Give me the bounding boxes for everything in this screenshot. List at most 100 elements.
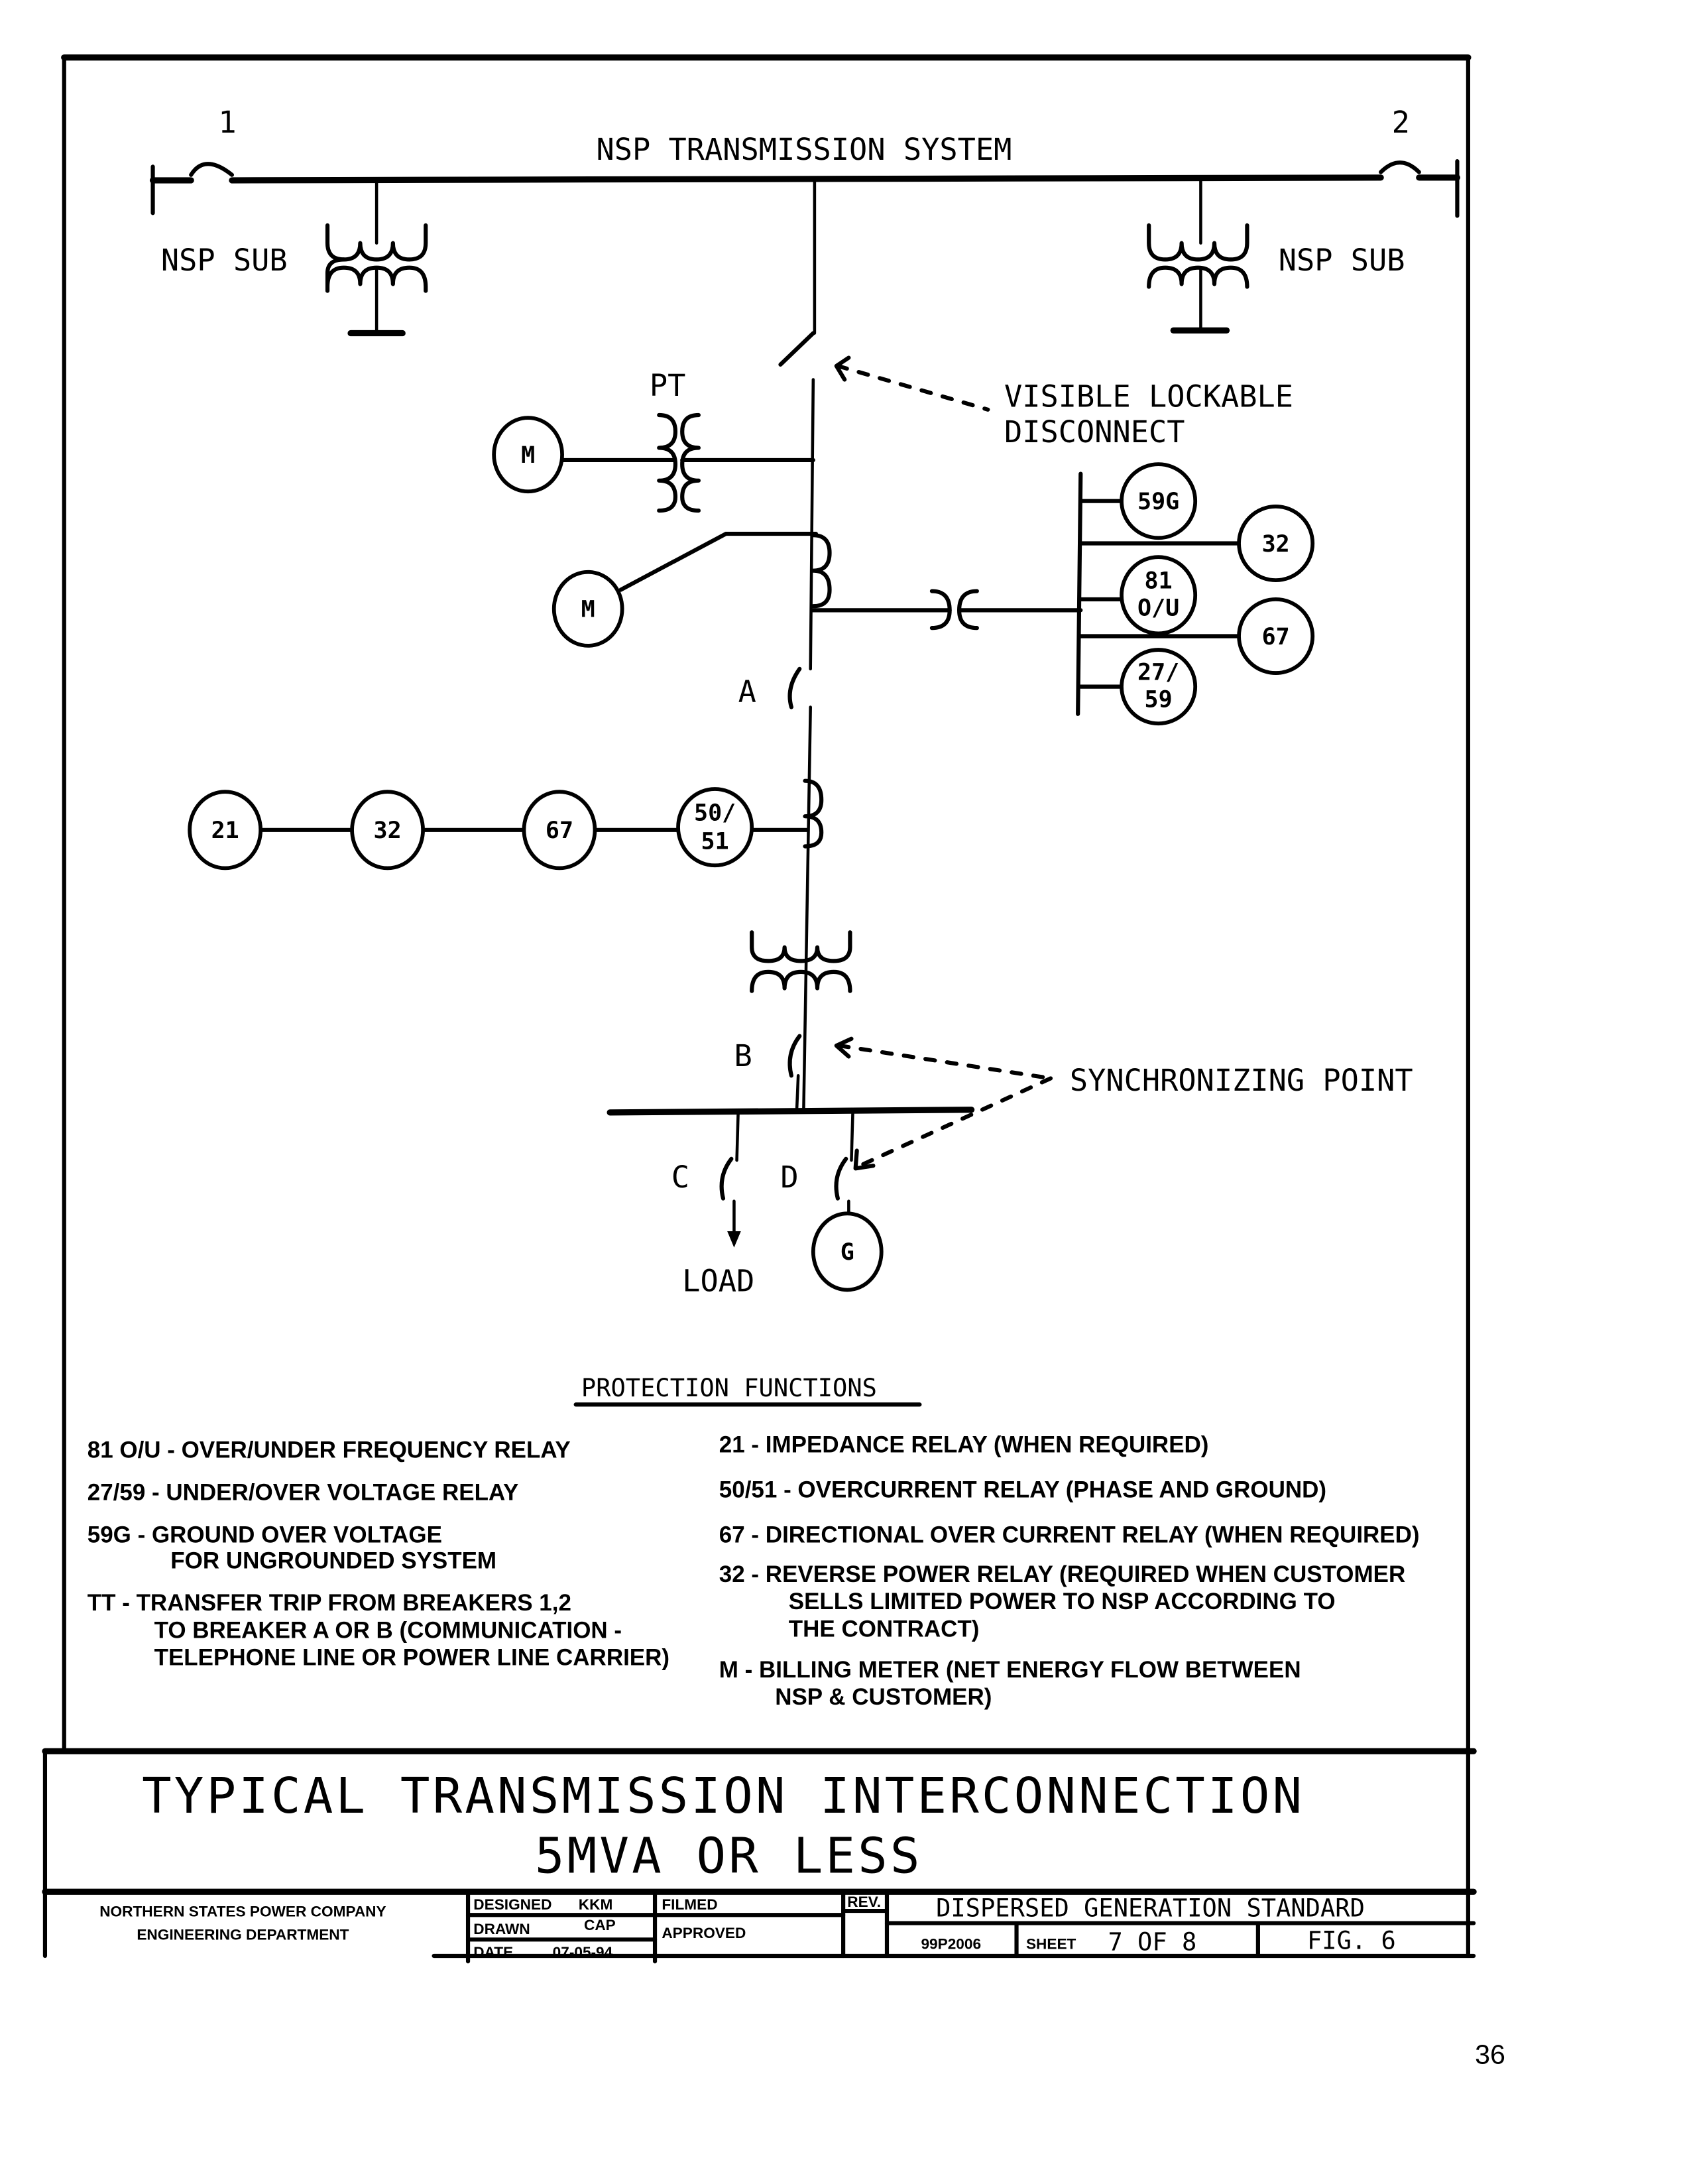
breaker-d-label: D <box>780 1160 798 1195</box>
designed-label: DESIGNED <box>473 1896 551 1913</box>
legend-item-tt-cont1: TO BREAKER A OR B (COMMUNICATION - <box>154 1617 622 1643</box>
approved-label: APPROVED <box>662 1925 746 1941</box>
legend-item-tt: TT - TRANSFER TRIP FROM BREAKERS 1,2 <box>87 1590 571 1616</box>
billing-meter-1: M <box>492 416 564 494</box>
meter-2-label: M <box>581 597 595 623</box>
relay-21-label: 21 <box>211 818 239 844</box>
relay-67-row-label: 67 <box>546 818 573 844</box>
relay-51-label: 51 <box>701 829 729 855</box>
company-department: ENGINEERING DEPARTMENT <box>137 1926 349 1943</box>
pt-label: PT <box>650 368 686 403</box>
potential-transformer <box>559 412 815 513</box>
meter-1-label: M <box>521 442 535 469</box>
breaker-c <box>719 1156 734 1201</box>
relay-59-label: 59 <box>1145 687 1173 713</box>
drawing-number: 99P2006 <box>921 1936 981 1953</box>
disconnect-label-line2: DISCONNECT <box>1004 414 1185 450</box>
relay-32-row: 32 <box>350 790 425 871</box>
billing-meter-2: M <box>551 570 624 648</box>
legend-item-32: 32 - REVERSE POWER RELAY (REQUIRED WHEN … <box>719 1561 1405 1587</box>
load-drop <box>735 1111 740 1162</box>
sheet-label: SHEET <box>1026 1936 1076 1953</box>
legend-item-tt-cont2: TELEPHONE LINE OR POWER LINE CARRIER) <box>154 1645 669 1671</box>
relay-50-label: 50/ <box>694 800 736 826</box>
legend-item-21: 21 - IMPEDANCE RELAY (WHEN REQUIRED) <box>719 1431 1209 1457</box>
legend-heading: PROTECTION FUNCTIONS <box>581 1374 877 1402</box>
arrowhead-icon <box>834 1036 854 1059</box>
designed-value: KKM <box>579 1896 613 1913</box>
breaker-1-label: 1 <box>218 105 236 140</box>
gen-drop <box>850 1111 854 1162</box>
legend-item-32-cont2: THE CONTRACT) <box>789 1616 980 1642</box>
relay-50-51: 50/ 51 <box>676 787 754 868</box>
date-value: 07-05-94 <box>553 1944 613 1961</box>
relay-59g: 59G <box>1120 462 1198 540</box>
drawn-label: DRAWN <box>473 1921 530 1937</box>
row-ct <box>803 778 824 849</box>
relay-21: 21 <box>188 790 263 871</box>
breaker-d <box>834 1156 848 1201</box>
legend-item-59g-cont: FOR UNGROUNDED SYSTEM <box>170 1547 496 1573</box>
legend-item-m: M - BILLING METER (NET ENERGY FLOW BETWE… <box>719 1657 1301 1683</box>
breaker-b-label: B <box>734 1038 752 1073</box>
legend-item-81ou: 81 O/U - OVER/UNDER FREQUENCY RELAY <box>87 1437 571 1463</box>
title-block-grid <box>465 1890 1476 1964</box>
transmission-bus <box>149 159 1461 218</box>
customer-bus <box>607 1107 975 1116</box>
arrowhead-icon <box>853 1148 876 1171</box>
relay-32-right: 32 <box>1237 505 1315 582</box>
relay-81-ou: 81 O/U <box>1120 555 1198 636</box>
sync-leader-d <box>854 1076 1053 1170</box>
standard-name: DISPERSED GENERATION STANDARD <box>936 1894 1365 1922</box>
breaker-b <box>787 1034 802 1078</box>
legend-item-32-cont1: SELLS LIMITED POWER TO NSP ACCORDING TO <box>789 1589 1336 1614</box>
figure-number: FIG. 6 <box>1307 1927 1396 1955</box>
nsp-sub-right-label: NSP SUB <box>1279 243 1405 278</box>
generator-label: G <box>840 1239 854 1266</box>
drawing-title-line2: 5MVA OR LESS <box>535 1827 923 1884</box>
customer-transformer <box>750 930 852 993</box>
page-number: 36 <box>1475 2039 1505 2070</box>
filmed-label: FILMED <box>662 1896 717 1913</box>
system-label: NSP TRANSMISSION SYSTEM <box>597 132 1012 167</box>
feeder-to-bus <box>795 1074 800 1110</box>
disconnect-label-line1: VISIBLE LOCKABLE <box>1004 379 1293 414</box>
load-arrow-icon <box>727 1231 741 1248</box>
breaker-c-label: C <box>671 1160 689 1195</box>
relay-81-ou-label: O/U <box>1137 595 1179 622</box>
drawn-value: CAP <box>584 1917 616 1933</box>
breaker-2-label: 2 <box>1392 105 1410 140</box>
legend-right: 21 - IMPEDANCE RELAY (WHEN REQUIRED) 50/… <box>719 1431 1420 1710</box>
legend-item-5051: 50/51 - OVERCURRENT RELAY (PHASE AND GRO… <box>719 1477 1326 1502</box>
legend-item-59g: 59G - GROUND OVER VOLTAGE <box>87 1522 442 1547</box>
legend-left: 81 O/U - OVER/UNDER FREQUENCY RELAY 27/5… <box>87 1437 669 1671</box>
current-transformer-meter <box>618 532 832 609</box>
relay-ct <box>809 471 1242 716</box>
generator: G <box>811 1211 884 1292</box>
load-label: LOAD <box>682 1264 754 1299</box>
date-label: DATE <box>473 1944 513 1961</box>
relay-67-row: 67 <box>522 790 597 871</box>
drawing-title-line1: TYPICAL TRANSMISSION INTERCONNECTION <box>142 1768 1304 1825</box>
breaker-a <box>787 666 802 709</box>
disconnect-leader-arrow <box>835 363 990 412</box>
company-name: NORTHERN STATES POWER COMPANY <box>99 1903 386 1919</box>
sheet-value: 7 OF 8 <box>1108 1928 1196 1957</box>
relay-32-right-label: 32 <box>1262 531 1290 558</box>
relay-59g-label: 59G <box>1137 489 1179 515</box>
relay-67-right-label: 67 <box>1262 624 1290 650</box>
arrowhead-icon <box>834 355 851 382</box>
relay-32-row-label: 32 <box>374 818 402 844</box>
legend-item-2759: 27/59 - UNDER/OVER VOLTAGE RELAY <box>87 1479 519 1505</box>
sync-point-label: SYNCHRONIZING POINT <box>1070 1063 1413 1098</box>
relay-27-label: 27/ <box>1137 659 1179 686</box>
breaker-a-label: A <box>738 674 756 709</box>
main-feeder <box>778 178 817 1110</box>
drawing-frame <box>42 54 1477 1959</box>
legend-item-m-cont: NSP & CUSTOMER) <box>775 1684 992 1710</box>
relay-27-59: 27/ 59 <box>1120 648 1198 726</box>
relay-67-right: 67 <box>1237 597 1315 675</box>
legend-item-67: 67 - DIRECTIONAL OVER CURRENT RELAY (WHE… <box>719 1522 1420 1547</box>
